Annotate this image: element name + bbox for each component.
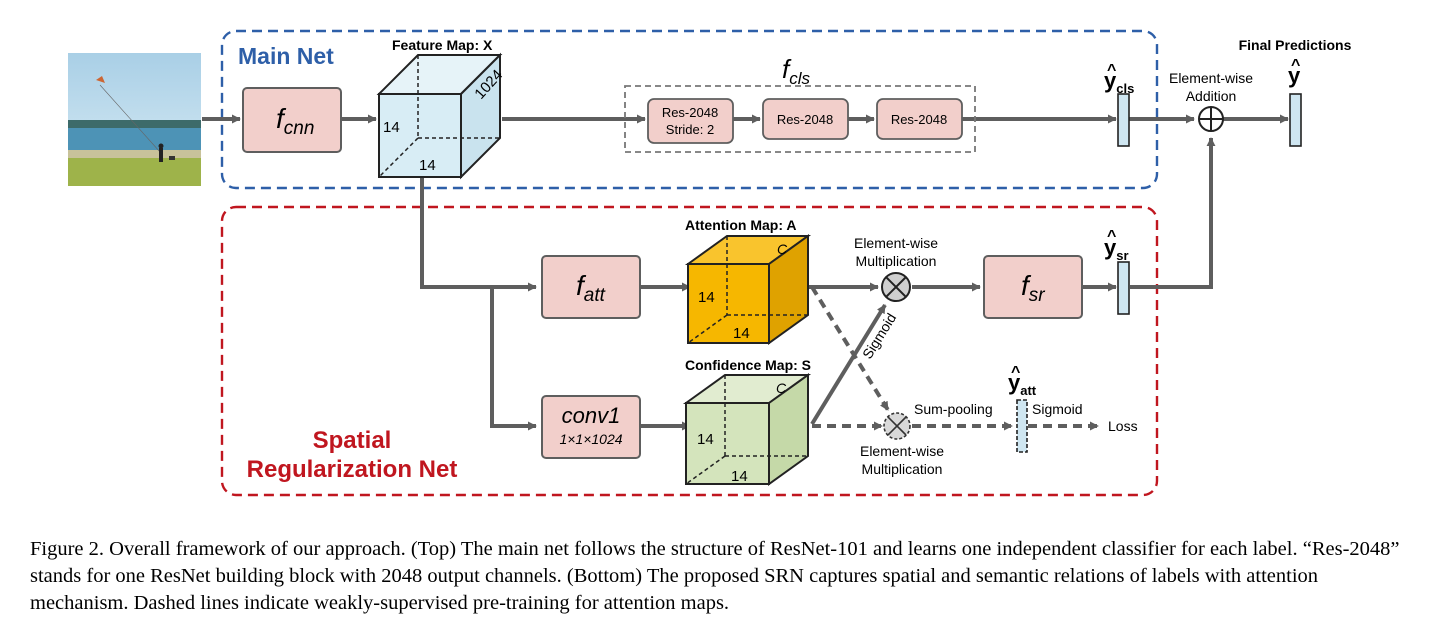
y-sr-vector <box>1117 261 1130 315</box>
res-block-2 <box>762 98 849 140</box>
y-att-hat: ^ <box>1011 364 1020 381</box>
addition-label-line2: Addition <box>1186 88 1237 104</box>
attention-dim-width: 14 <box>733 325 750 342</box>
addition-label-line1: Element-wise <box>1169 70 1253 86</box>
input-image <box>68 53 201 186</box>
confidence-dim-height: 14 <box>697 431 714 448</box>
sum-pooling-label: Sum-pooling <box>914 401 993 417</box>
y-final-vector <box>1289 93 1302 147</box>
plus-circle-icon <box>1198 106 1224 132</box>
confidence-dim-width: 14 <box>731 468 748 485</box>
res-stride-line2: Stride: 2 <box>666 122 714 137</box>
multiply-circle-icon <box>881 272 911 302</box>
confidence-map-cube <box>682 373 812 486</box>
mult-top-label-line2: Multiplication <box>856 253 937 269</box>
f-sr-label: fsr <box>1021 270 1045 306</box>
main-net-box <box>220 29 1159 190</box>
res-block-3 <box>876 98 963 140</box>
y-att-vector <box>1016 399 1028 453</box>
framework-diagram: Main Net Spatial Regularization Net fcnn <box>68 29 1352 497</box>
mult-bottom-label-line2: Multiplication <box>862 461 943 477</box>
feature-dim-height: 14 <box>383 119 400 136</box>
y-cls-vector <box>1117 93 1130 147</box>
srn-box <box>220 205 1159 497</box>
y-att-label: yatt <box>1008 370 1037 398</box>
conv1-block <box>541 395 641 459</box>
f-cls-label: fcls <box>782 54 811 88</box>
feature-dim-width: 14 <box>419 157 436 174</box>
y-sr-label: ysr <box>1104 235 1129 263</box>
conv1-dims: 1×1×1024 <box>559 431 622 447</box>
y-cls-hat: ^ <box>1107 62 1116 79</box>
srn-title-line1: Spatial <box>313 427 392 454</box>
mult-top-label-line1: Element-wise <box>854 235 938 251</box>
res-stride-line1: Res-2048 <box>662 105 718 120</box>
confidence-map-label: Confidence Map: S <box>685 357 811 373</box>
f-sr-block <box>983 255 1083 319</box>
res-block-2-label: Res-2048 <box>777 112 833 127</box>
pretraining-arrows <box>810 285 1099 431</box>
f-cnn-block <box>242 87 342 153</box>
dashed-multiply-circle-icon <box>883 412 911 440</box>
res-block-stride <box>647 98 734 144</box>
attention-dim-height: 14 <box>698 289 715 306</box>
y-final-hat: ^ <box>1291 57 1300 74</box>
f-cnn-label: fcnn <box>276 103 314 139</box>
y-cls-label: ycls <box>1104 68 1134 96</box>
conv1-label: conv1 <box>562 403 621 428</box>
y-final-label: y <box>1288 63 1301 88</box>
final-predictions-label: Final Predictions <box>1239 37 1352 53</box>
confidence-dim-c: C <box>776 380 787 396</box>
figure-caption: Figure 2. Overall framework of our appro… <box>30 538 1400 614</box>
main-net-title: Main Net <box>238 43 334 69</box>
f-cls-group <box>624 85 976 153</box>
res-block-3-label: Res-2048 <box>891 112 947 127</box>
f-att-label: fatt <box>576 270 606 306</box>
f-att-block <box>541 255 641 319</box>
srn-title-line2: Regularization Net <box>247 456 458 483</box>
y-sr-hat: ^ <box>1107 228 1116 245</box>
attention-dim-c: C <box>777 241 788 257</box>
attention-map-cube <box>684 234 812 345</box>
sigmoid-bottom-label: Sigmoid <box>1032 401 1083 417</box>
loss-label: Loss <box>1108 418 1138 434</box>
main-net-arrows <box>202 114 1289 431</box>
attention-map-label: Attention Map: A <box>685 217 796 233</box>
feature-map-cube <box>376 52 503 180</box>
mult-bottom-label-line1: Element-wise <box>860 443 944 459</box>
feature-map-label: Feature Map: X <box>392 37 493 53</box>
